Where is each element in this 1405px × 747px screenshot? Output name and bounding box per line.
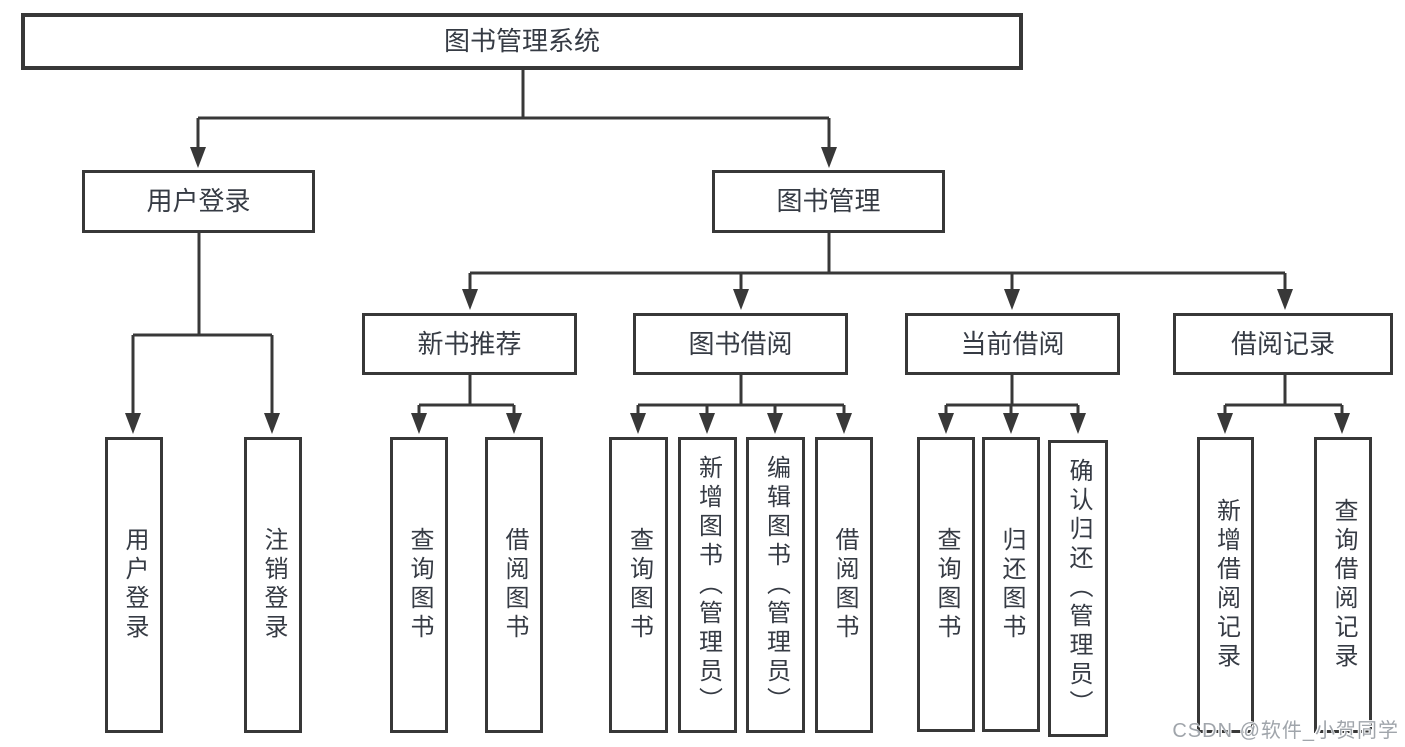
branch-node-user-login: 用户登录 — [82, 170, 315, 233]
leaf-node-add-borrow-record: 新增借阅记录 — [1197, 437, 1254, 733]
group-node-current-borrow: 当前借阅 — [905, 313, 1120, 375]
leaf-node-user-login: 用户登录 — [105, 437, 163, 733]
group-node-book-borrow: 图书借阅 — [633, 313, 848, 375]
leaf-node-query-books-borrow: 查询图书 — [609, 437, 668, 733]
leaf-node-return-book: 归还图书 — [982, 437, 1040, 732]
leaf-node-query-borrow-record: 查询借阅记录 — [1314, 437, 1372, 733]
leaf-node-confirm-return-admin: 确认归还（管理员） — [1048, 440, 1108, 737]
leaf-node-edit-book-admin: 编辑图书（管理员） — [746, 437, 805, 733]
group-node-borrow-records: 借阅记录 — [1173, 313, 1393, 375]
leaf-node-borrow-books-recommend: 借阅图书 — [485, 437, 543, 733]
leaf-node-borrow-book: 借阅图书 — [815, 437, 873, 733]
branch-node-book-management: 图书管理 — [712, 170, 945, 233]
leaf-node-query-books-recommend: 查询图书 — [390, 437, 448, 733]
group-node-new-book-recommend: 新书推荐 — [362, 313, 577, 375]
watermark: CSDN @软件_小贺同学 — [1172, 720, 1399, 742]
leaf-node-logout: 注销登录 — [244, 437, 302, 733]
root-node-library-system: 图书管理系统 — [21, 13, 1023, 70]
leaf-node-query-books-current: 查询图书 — [917, 437, 975, 732]
leaf-node-add-book-admin: 新增图书（管理员） — [678, 437, 737, 733]
